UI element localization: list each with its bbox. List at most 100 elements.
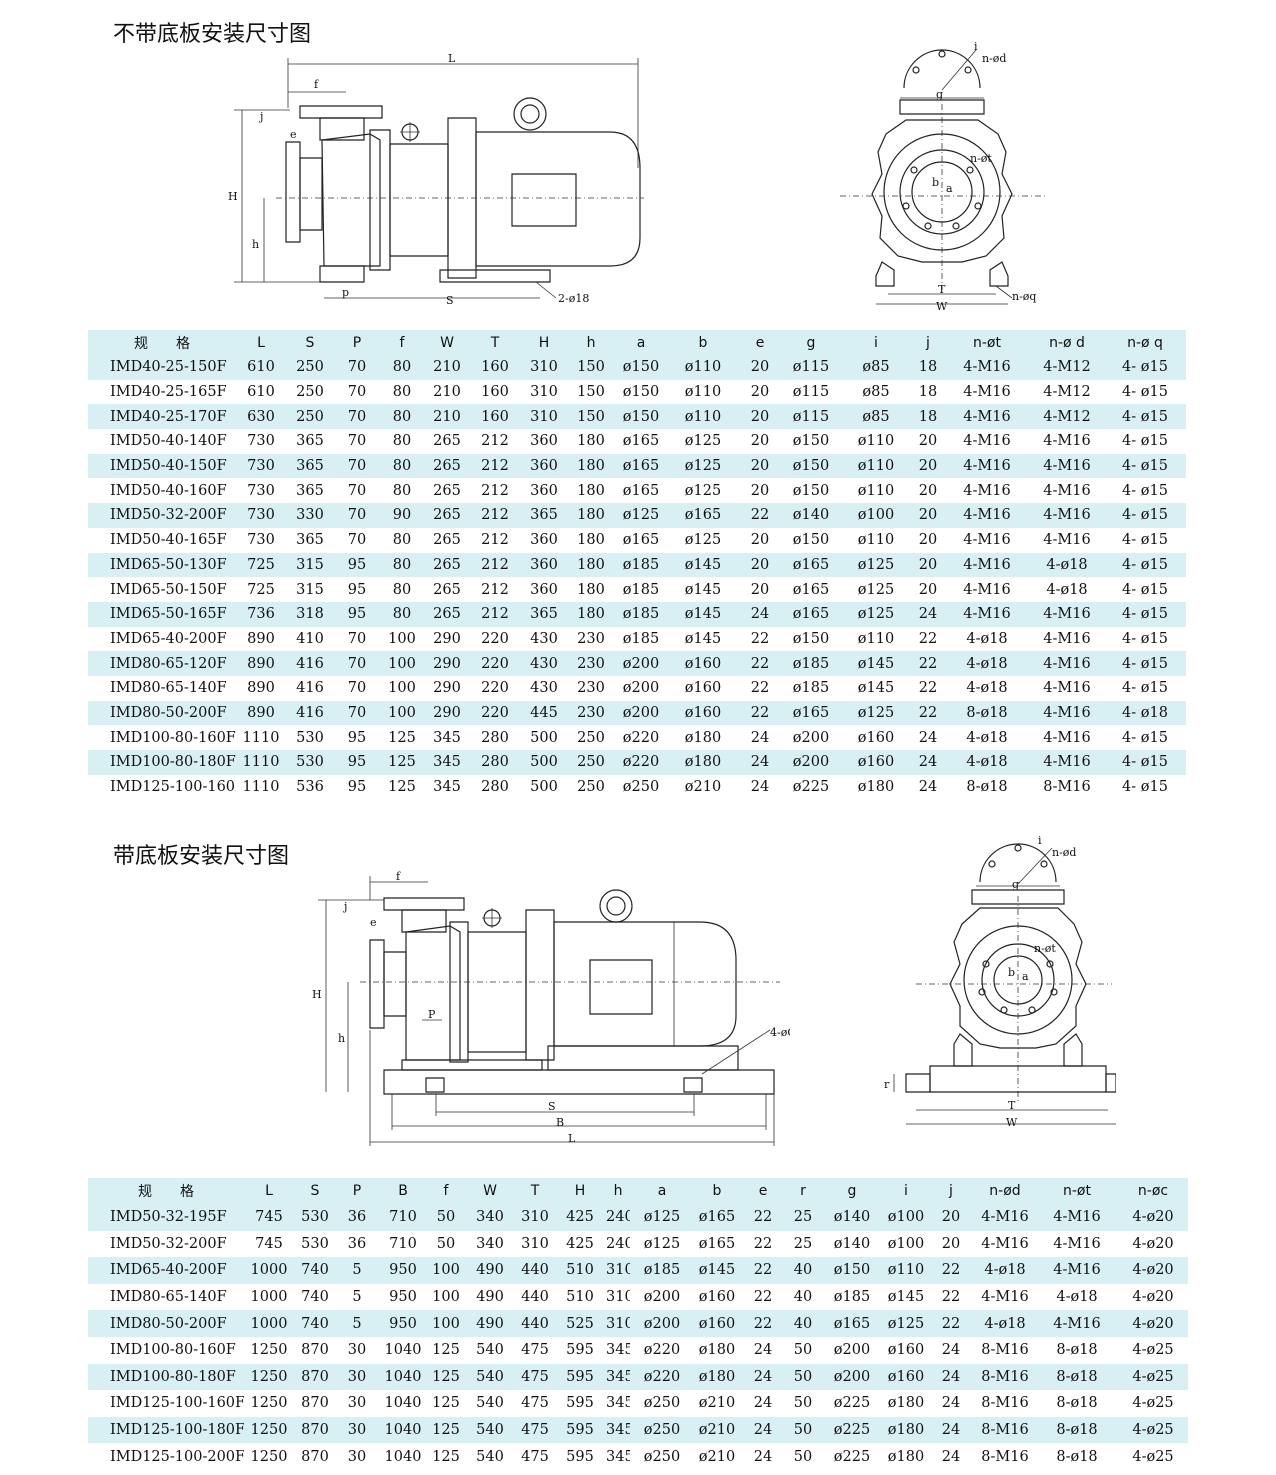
model-cell: IMD65-40-200F: [110, 1262, 227, 1279]
table-cell: 36: [347, 1209, 367, 1226]
col-header: W: [483, 1183, 497, 1199]
col-header: H: [538, 334, 550, 351]
table-cell: 4-M16: [1043, 458, 1091, 475]
table-cell: ø150: [622, 384, 660, 401]
table-cell: 100: [388, 655, 416, 672]
table-cell: 70: [347, 458, 367, 475]
table-cell: 220: [481, 630, 509, 647]
table-cell: 318: [296, 606, 324, 623]
table-cell: 24: [941, 1422, 961, 1439]
table-cell: ø165: [698, 1235, 736, 1252]
dim2-label-P: P: [428, 1008, 436, 1021]
table-cell: 730: [247, 433, 275, 450]
col-header: L: [265, 1183, 273, 1199]
table-cell: 290: [433, 655, 461, 672]
col-header: L: [257, 334, 265, 351]
table-header-row: 规 格 L S P f W T H h a b e g i j n-øt n-ø…: [88, 330, 1186, 355]
table-cell: 4-M16: [963, 482, 1011, 499]
table-cell: 265: [433, 458, 461, 475]
table-cell: 416: [296, 680, 324, 697]
table-cell: ø110: [857, 433, 895, 450]
table-cell: ø160: [684, 704, 722, 721]
table-cell: 425: [566, 1209, 594, 1226]
dim-label-f: f: [314, 78, 319, 91]
col-header: a: [657, 1183, 667, 1199]
table-cell: 4-M16: [1043, 680, 1091, 697]
table-cell: ø125: [684, 482, 722, 499]
table-cell: ø220: [643, 1368, 681, 1385]
table-cell: 95: [347, 754, 367, 771]
table-cell: 410: [296, 630, 324, 647]
table-cell: ø180: [887, 1448, 925, 1465]
table-cell: 490: [476, 1289, 504, 1306]
model-cell: IMD50-32-200F: [110, 1235, 227, 1252]
table-cell: 70: [347, 408, 367, 425]
table-cell: ø160: [684, 655, 722, 672]
table-cell: 4-M16: [1053, 1209, 1101, 1226]
table-cell: 212: [481, 482, 509, 499]
table-cell: 4-M16: [963, 359, 1011, 376]
table-cell: 310: [606, 1315, 630, 1332]
spec-table-with-baseplate: 规 格 L S P B f W T H h a b e r g i j n-ød…: [88, 1178, 1188, 1470]
model-cell: IMD80-65-140F: [110, 680, 227, 697]
table-cell: 360: [530, 532, 558, 549]
table-cell: 230: [577, 680, 605, 697]
table-cell: 20: [750, 408, 770, 425]
table-cell: 70: [347, 704, 367, 721]
dim2-label-f: f: [396, 870, 401, 883]
table-cell: 20: [918, 581, 938, 598]
table-cell: 22: [753, 1235, 773, 1252]
table-cell: ø165: [792, 556, 830, 573]
table-cell: 210: [433, 384, 461, 401]
table-cell: 22: [918, 704, 938, 721]
table-cell: ø250: [643, 1448, 681, 1465]
table-cell: 500: [530, 729, 558, 746]
table-cell: 315: [296, 556, 324, 573]
table-cell: 8-M16: [1043, 779, 1091, 796]
table-cell: 4- ø15: [1122, 779, 1168, 796]
table-cell: 100: [432, 1289, 460, 1306]
table-cell: 160: [481, 408, 509, 425]
col-header: g: [806, 334, 816, 351]
table-cell: 250: [577, 779, 605, 796]
table-cell: 22: [918, 655, 938, 672]
front-dim-label-g: g: [936, 88, 943, 101]
table-cell: 4-ø25: [1132, 1342, 1174, 1359]
table-cell: 360: [530, 458, 558, 475]
table-cell: 24: [941, 1395, 961, 1412]
table-cell: 1250: [250, 1422, 288, 1439]
table-cell: 4-M16: [1043, 482, 1091, 499]
table-cell: ø110: [857, 458, 895, 475]
table-cell: 1110: [242, 754, 280, 771]
table-cell: ø185: [622, 556, 660, 573]
table-cell: ø185: [792, 680, 830, 697]
table-cell: 8-ø18: [966, 779, 1008, 796]
col-header: i: [904, 1183, 908, 1199]
table-cell: 4-M12: [1043, 384, 1091, 401]
table-cell: 22: [750, 507, 770, 524]
col-header: 规 格: [138, 1184, 194, 1200]
table-cell: 870: [301, 1395, 329, 1412]
table-cell: 730: [247, 507, 275, 524]
table-cell: 22: [750, 630, 770, 647]
table-cell: 250: [296, 384, 324, 401]
table-cell: 20: [918, 532, 938, 549]
table-cell: 416: [296, 655, 324, 672]
table-cell: 4- ø15: [1122, 482, 1168, 499]
table-cell: ø165: [792, 606, 830, 623]
table-cell: 4- ø15: [1122, 655, 1168, 672]
model-cell: IMD100-80-160F: [110, 729, 236, 746]
table-cell: 950: [389, 1315, 417, 1332]
table-cell: ø180: [698, 1368, 736, 1385]
table-cell: 4- ø15: [1122, 680, 1168, 697]
model-cell: IMD50-40-150F: [110, 458, 227, 475]
